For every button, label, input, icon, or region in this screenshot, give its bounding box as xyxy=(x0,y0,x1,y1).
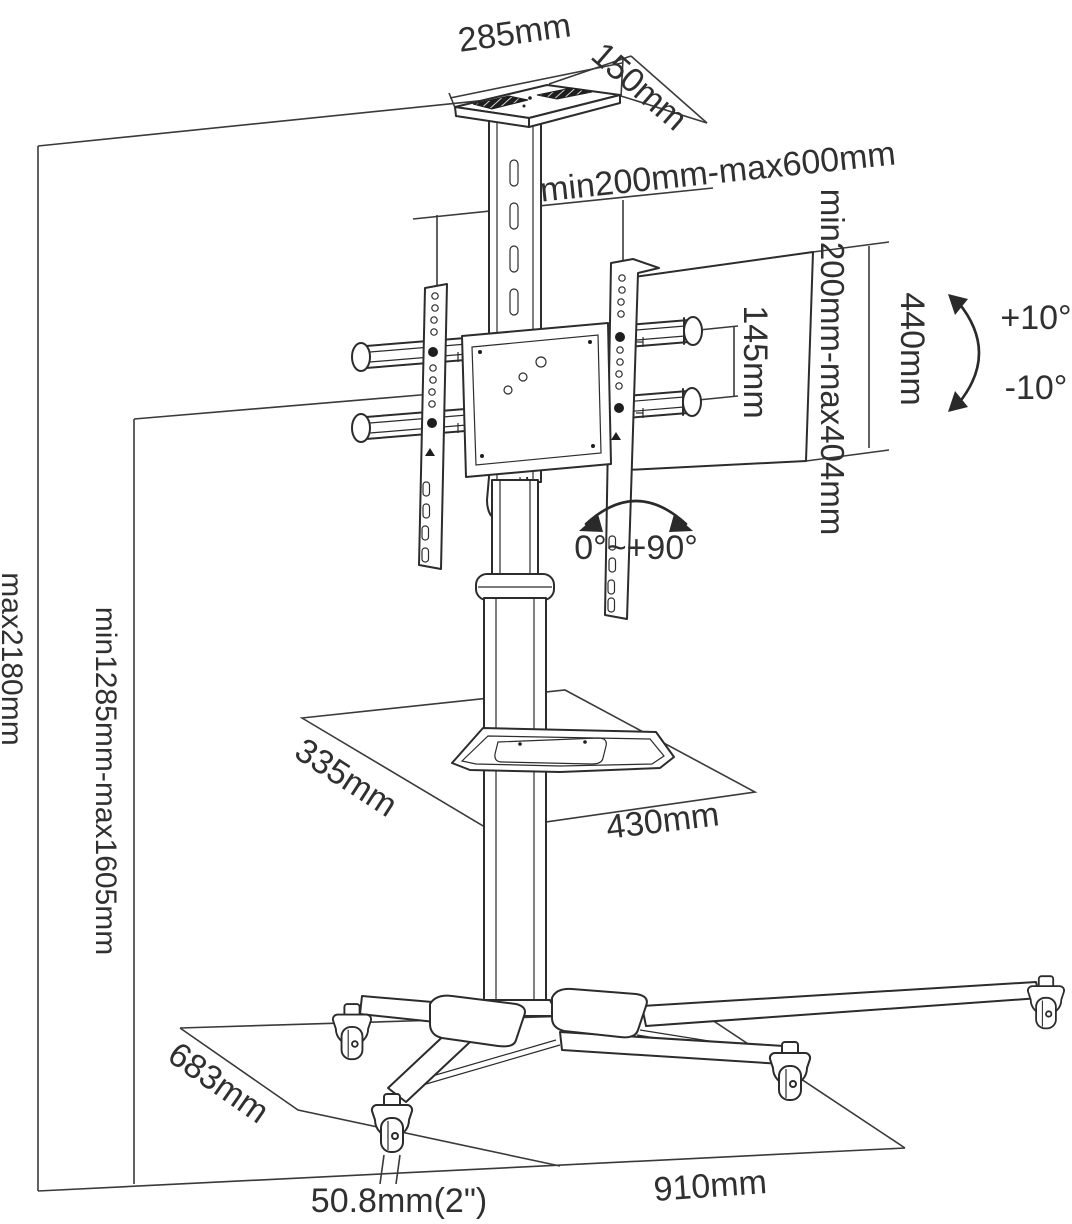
leg-cover-left xyxy=(429,994,526,1048)
label-screen-height-range: min1285mm-max1605mm xyxy=(89,607,122,955)
tilt-arrows xyxy=(948,294,981,412)
front-right-leg xyxy=(559,1031,785,1065)
label-rail-spacing: 145mm xyxy=(736,305,774,418)
tv-stand-drawing xyxy=(331,84,1065,1153)
label-caster-diameter: 50.8mm(2") xyxy=(311,1182,487,1220)
label-shelf-top-depth: 150mm xyxy=(584,35,694,138)
vent-grille xyxy=(536,87,593,100)
label-base-width: 910mm xyxy=(652,1163,768,1209)
tv-outline xyxy=(626,251,814,471)
media-shelf xyxy=(451,727,675,773)
label-mount-height-range: min200mm-max404mm xyxy=(814,189,851,536)
label-bracket-height: 440mm xyxy=(893,292,931,405)
swivel-arrows xyxy=(579,499,693,532)
label-swivel-range: 0°~+90° xyxy=(574,529,698,567)
top-shelf xyxy=(454,84,621,128)
base-assembly xyxy=(331,975,1065,1153)
label-tray-width: 430mm xyxy=(604,795,721,847)
label-tilt-down: -10° xyxy=(1005,369,1068,407)
label-shelf-top-width: 285mm xyxy=(456,6,574,59)
label-max-height: max2180mm xyxy=(0,572,28,745)
rear-right-leg xyxy=(641,981,1041,1027)
leg-cover-right xyxy=(551,987,648,1039)
right-bracket-rail xyxy=(604,258,660,620)
vent-grille xyxy=(472,95,529,110)
label-tilt-up: +10° xyxy=(1000,299,1071,337)
telescoping-pole xyxy=(475,479,555,1005)
